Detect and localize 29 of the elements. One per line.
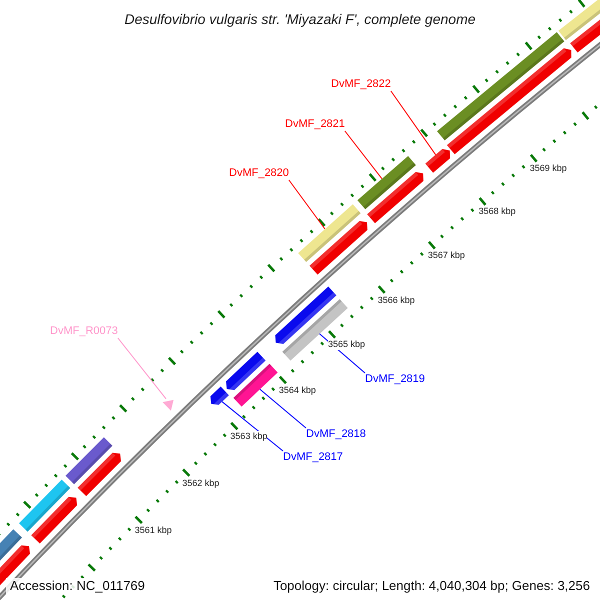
gene-feature xyxy=(298,204,368,275)
leader-line xyxy=(222,401,284,452)
scale-label: 3569 kbp xyxy=(530,163,567,174)
leader-line xyxy=(390,90,436,156)
map-title: Desulfovibrio vulgaris str. 'Miyazaki F', complete genome xyxy=(123,10,477,29)
gene-label: DvMF_2822 xyxy=(331,78,391,91)
scale-label: 3564 kbp xyxy=(278,384,316,396)
leader-line xyxy=(288,180,326,230)
gene-feature xyxy=(275,286,348,361)
rna-marker xyxy=(162,400,174,411)
scale-label: 3565 kbp xyxy=(328,339,366,350)
gene-feature xyxy=(425,149,450,173)
gene-label: DvMF_R0073 xyxy=(50,325,118,338)
gene-label: DvMF_2817 xyxy=(283,451,343,464)
gene-label: DvMF_2820 xyxy=(229,167,289,180)
scale-label: 3567 kbp xyxy=(428,250,465,262)
scale-label: 3568 kbp xyxy=(478,206,516,218)
leader-line xyxy=(344,130,382,180)
scale-label: 3563 kbp xyxy=(230,431,268,442)
gene-label: DvMF_2819 xyxy=(365,373,425,386)
gene-label: DvMF_2818 xyxy=(306,428,366,441)
scale-label: 3562 kbp xyxy=(182,478,220,489)
gene-label: DvMF_2821 xyxy=(285,118,345,131)
leader-line xyxy=(117,338,166,400)
leader-line xyxy=(259,388,306,428)
scale-label: 3566 kbp xyxy=(378,294,415,306)
gene-feature xyxy=(357,156,424,224)
gene-feature xyxy=(226,352,278,407)
scale-label: 3561 kbp xyxy=(134,524,172,536)
